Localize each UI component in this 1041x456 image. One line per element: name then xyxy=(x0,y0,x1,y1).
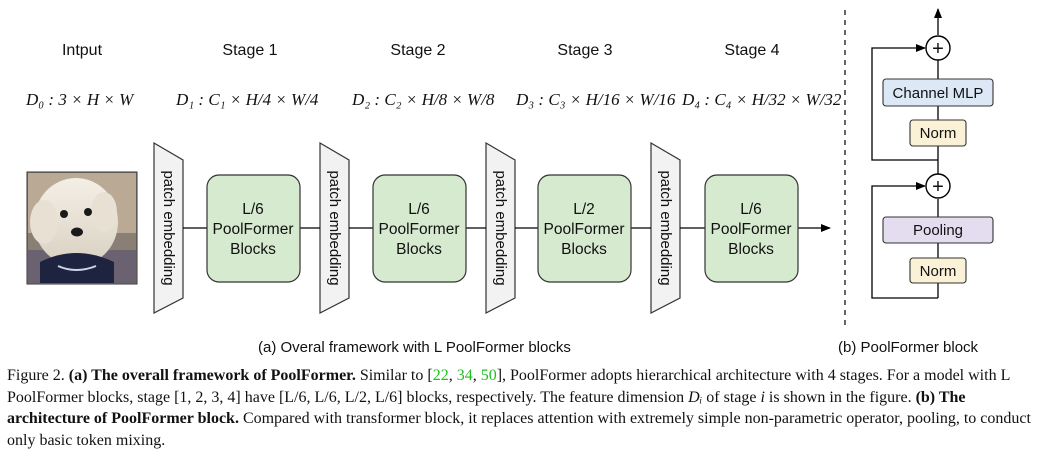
part-b-title: (b) The architecture of PoolFormer block… xyxy=(7,388,966,428)
stage-1-block-name: PoolFormer xyxy=(213,221,294,238)
patch-embedding-1 xyxy=(153,141,184,314)
patch-embedding-label-4: patch embedding xyxy=(657,170,674,285)
part-a-text-1: Similar to [ xyxy=(355,367,433,384)
channel-mlp-box xyxy=(882,78,994,107)
part-b-text: Compared with transformer block, it repl… xyxy=(7,410,1031,449)
figure-label: Figure 2. xyxy=(7,367,65,384)
caption-b: (b) PoolFormer block xyxy=(838,339,979,356)
stage-4-block-count: L/6 xyxy=(740,201,762,218)
channel-mlp-label: Channel MLP xyxy=(893,85,984,102)
framework-diagram: patch embedding patch embedding patch em… xyxy=(26,8,994,330)
stage-2-dim: D₂ : C₂ × H/8 × W/8 xyxy=(352,90,495,109)
input-dim: D₀ : 3 × H × W xyxy=(26,90,134,109)
patch-embedding-label-3: patch embedding xyxy=(492,170,509,285)
stage-1-dim: D₁ : C₁ × H/4 × W/4 xyxy=(176,90,319,109)
stage-1-block-count: L/6 xyxy=(242,201,264,218)
part-a-text-2: ], PoolFormer adopts hierarchical archit… xyxy=(7,367,1010,406)
stage-4-block-name: PoolFormer xyxy=(711,221,792,238)
caption-a: (a) Overal framework with L PoolFormer b… xyxy=(258,339,571,356)
citation-link-1[interactable]: 22 xyxy=(432,367,449,384)
add-symbol-upper: + xyxy=(932,38,944,60)
pooling-label: Pooling xyxy=(913,222,963,239)
patch-embedding-4 xyxy=(650,141,681,314)
math-i: i xyxy=(760,388,765,406)
stage-3-block-word: Blocks xyxy=(561,241,607,258)
norm-box-upper xyxy=(909,119,967,147)
stage-3-blocks xyxy=(537,174,632,283)
citation-link-2[interactable]: 34 xyxy=(456,367,473,384)
stage-2-blocks xyxy=(372,174,467,283)
input-image-dog xyxy=(26,171,138,285)
stage-4-blocks xyxy=(704,174,799,283)
stage-3-block-name: PoolFormer xyxy=(544,221,625,238)
add-circle-upper xyxy=(925,35,951,61)
norm-label-lower: Norm xyxy=(920,263,957,280)
stage-4-dim: D₄ : C₄ × H/32 × W/32 xyxy=(682,90,842,109)
citation-link-3[interactable]: 50 xyxy=(480,367,497,384)
norm-label-upper: Norm xyxy=(920,125,957,142)
poolformer-block-diagram: + + Norm Pooling Norm Channel MLP xyxy=(871,8,994,299)
stage-3-title: Stage 3 xyxy=(557,42,613,59)
stage-2-title: Stage 2 xyxy=(390,42,446,59)
patch-embedding-label-2: patch embedding xyxy=(326,170,343,285)
patch-embedding-3 xyxy=(485,141,516,314)
patch-embedding-2 xyxy=(319,141,350,314)
stage-4-block-word: Blocks xyxy=(728,241,774,258)
stage-3-block-count: L/2 xyxy=(573,201,595,218)
add-circle-lower xyxy=(925,173,951,199)
stage-3-dim: D₃ : C₃ × H/16 × W/16 xyxy=(516,90,676,109)
stage-2-block-word: Blocks xyxy=(396,241,442,258)
input-title: Intput xyxy=(61,42,103,59)
stage-4-title: Stage 4 xyxy=(724,42,780,59)
figure-caption: Figure 2. (a) The overall framework of P… xyxy=(7,367,1031,449)
stage-2-block-count: L/6 xyxy=(408,201,430,218)
part-a-title: (a) The overall framework of PoolFormer. xyxy=(68,367,356,384)
stage-2-block-name: PoolFormer xyxy=(379,221,460,238)
stage-1-block-word: Blocks xyxy=(230,241,276,258)
part-a-text-3: of stage xyxy=(702,388,761,406)
stage-1-blocks xyxy=(206,174,301,283)
add-symbol-lower: + xyxy=(932,176,944,198)
stage-1-title: Stage 1 xyxy=(222,42,278,59)
part-a-text-4: is shown in the figure. xyxy=(764,388,916,406)
pooling-box xyxy=(882,216,994,244)
math-di: Dᵢ xyxy=(688,388,703,406)
norm-box-lower xyxy=(909,257,967,284)
patch-embedding-label-1: patch embedding xyxy=(160,170,177,285)
